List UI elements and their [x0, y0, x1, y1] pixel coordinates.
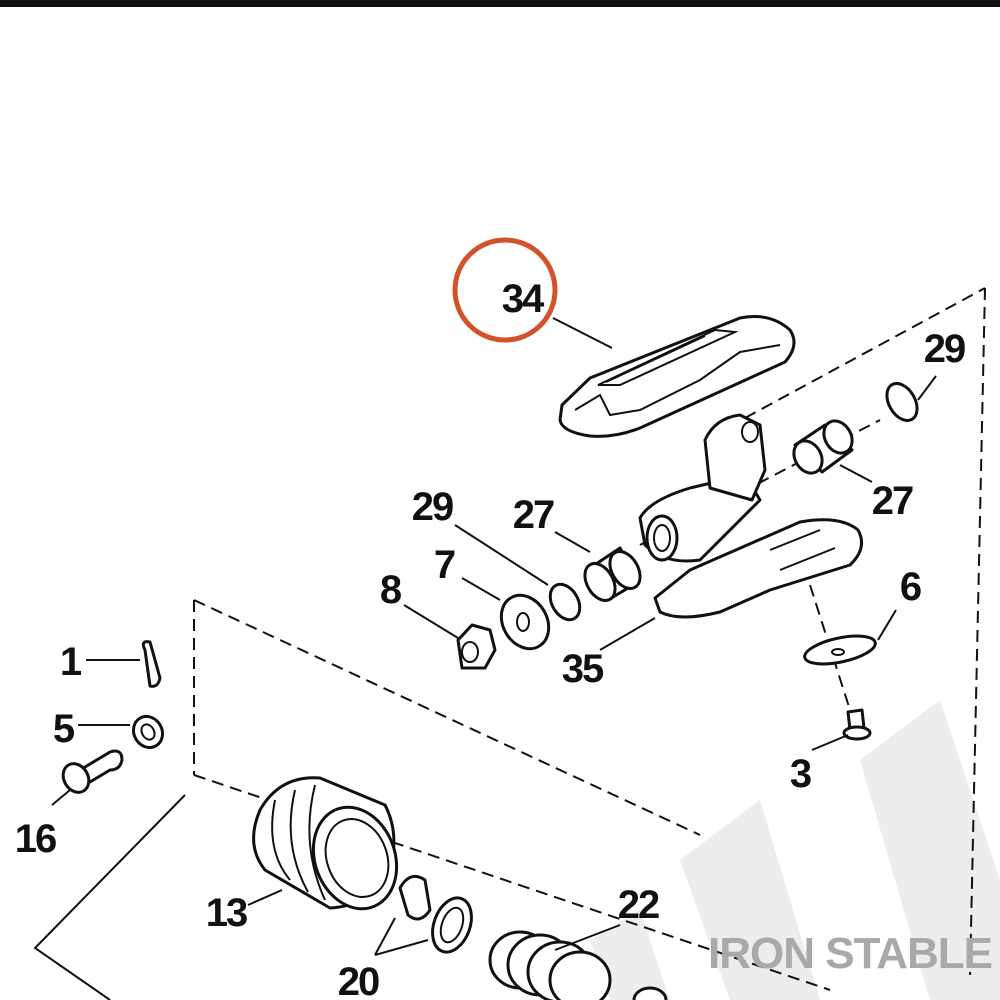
callout-27-left: 27 — [513, 493, 554, 537]
callout-27-right: 27 — [872, 479, 913, 523]
watermark-text: IRON STABLE — [708, 929, 992, 978]
leader-lines — [51, 317, 937, 956]
part-8-nut — [456, 623, 497, 670]
part-27-bushing-left — [583, 546, 642, 602]
part-35-footpeg-body — [638, 413, 864, 619]
part-22-spring — [488, 930, 668, 1000]
part-6-washer — [803, 634, 877, 666]
part-7-washer — [499, 593, 551, 651]
part-13-rubber-boot — [252, 776, 399, 911]
highlight-circle — [452, 237, 558, 343]
callout-6: 6 — [900, 565, 921, 609]
callout-1: 1 — [60, 640, 82, 684]
part-27-bushing-right — [792, 419, 854, 475]
part-20-clip-washer — [398, 874, 473, 954]
boundary-line — [33, 794, 186, 1000]
callout-34: 34 — [502, 277, 545, 321]
part-16-pin — [61, 749, 124, 794]
part-34-footpeg-pad — [558, 315, 796, 438]
part-1-cotter-pin — [141, 640, 162, 688]
part-5-washer — [131, 714, 165, 750]
callout-3: 3 — [790, 752, 811, 796]
callout-35: 35 — [562, 647, 604, 691]
callout-16: 16 — [15, 817, 56, 861]
callout-20: 20 — [338, 960, 379, 1000]
callout-13: 13 — [206, 891, 247, 935]
callout-29-right: 29 — [924, 327, 965, 371]
callout-29-left: 29 — [412, 485, 453, 529]
callout-8: 8 — [380, 568, 402, 612]
part-3-clevis-pin — [842, 708, 872, 741]
callout-22: 22 — [618, 883, 659, 927]
callout-7: 7 — [434, 543, 455, 587]
top-border — [0, 0, 1000, 7]
callout-5: 5 — [53, 707, 75, 751]
callout-labels: 34 29 27 29 27 7 8 35 6 3 1 5 16 13 20 2… — [15, 277, 967, 1000]
watermark-graphic — [590, 700, 1000, 1000]
part-29-ring-right — [885, 382, 919, 422]
part-29-ring-left — [548, 582, 582, 622]
